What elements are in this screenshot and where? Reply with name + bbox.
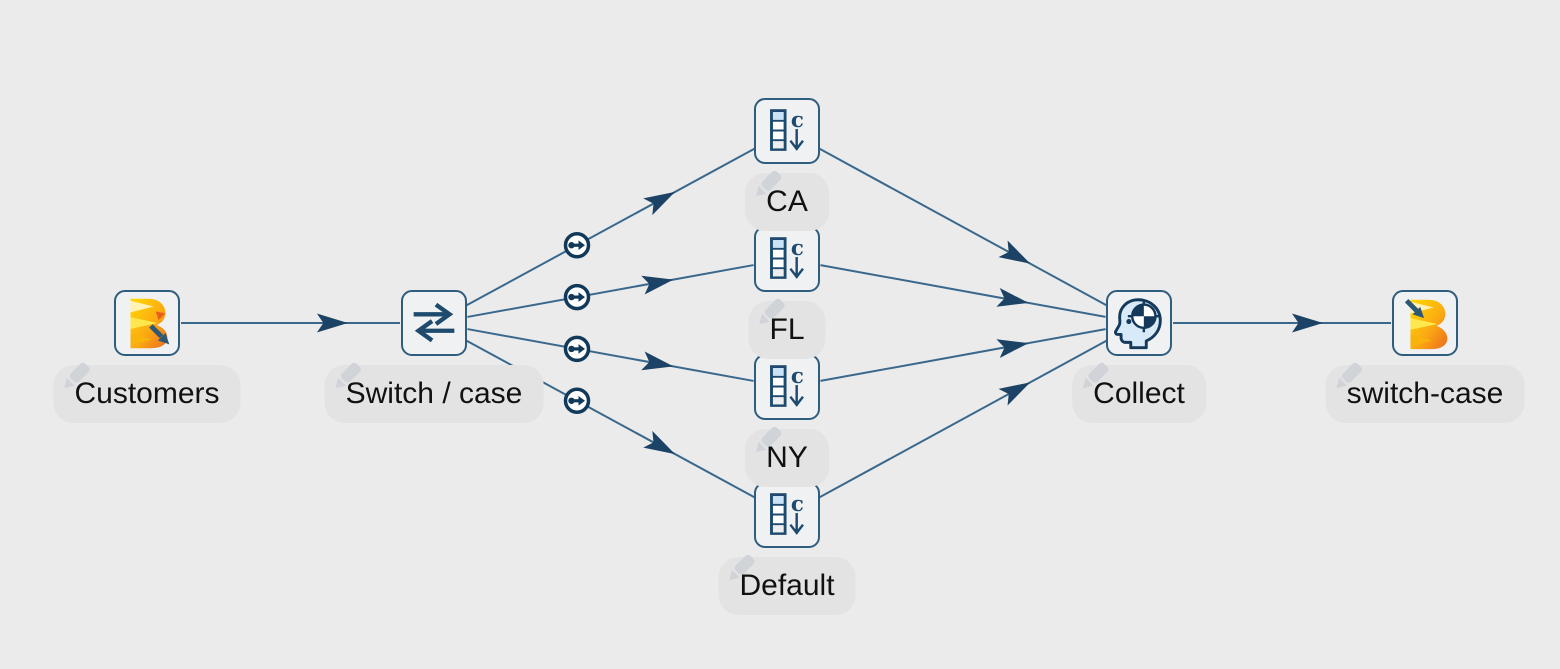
hop-line bbox=[816, 338, 1110, 500]
hop-line bbox=[820, 264, 1106, 318]
hop-target-marker-icon[interactable] bbox=[563, 283, 591, 311]
hop-arrowhead-icon bbox=[643, 430, 676, 455]
transform-label-text: NY bbox=[766, 441, 808, 474]
hop-switch-ca[interactable] bbox=[463, 146, 758, 308]
transform-label-ca[interactable]: CA bbox=[745, 170, 829, 231]
constant-transform-icon: c bbox=[770, 236, 804, 279]
hop-arrowhead-icon bbox=[998, 240, 1031, 264]
transform-label-fl[interactable]: FL bbox=[748, 298, 826, 359]
hop-arrowhead-icon bbox=[996, 339, 1029, 358]
transform-label-text: Default bbox=[739, 569, 835, 602]
hop-switch-ny[interactable] bbox=[467, 328, 754, 382]
transform-default[interactable]: c bbox=[754, 482, 820, 548]
beam-input-icon bbox=[130, 298, 170, 349]
hop-customers-switch[interactable] bbox=[181, 313, 400, 333]
svg-text:c: c bbox=[791, 108, 804, 133]
hop-arrowhead-icon bbox=[316, 313, 348, 333]
hop-arrowhead-icon bbox=[643, 191, 676, 216]
transform-label-switch[interactable]: Switch / case bbox=[324, 362, 544, 423]
hop-collect-out[interactable] bbox=[1173, 313, 1391, 333]
hop-ca-collect[interactable] bbox=[816, 146, 1110, 308]
transform-label-out[interactable]: switch-case bbox=[1325, 362, 1525, 423]
constant-transform-icon: c bbox=[770, 492, 804, 535]
hop-arrowhead-icon bbox=[996, 288, 1029, 307]
transform-customers[interactable] bbox=[114, 290, 180, 356]
hop-fl-collect[interactable] bbox=[820, 264, 1106, 318]
hop-line bbox=[463, 146, 758, 308]
hop-arrowhead-icon bbox=[641, 275, 674, 295]
transform-label-default[interactable]: Default bbox=[718, 554, 856, 615]
hop-target-marker-icon[interactable] bbox=[563, 387, 591, 415]
transform-switch[interactable] bbox=[401, 290, 467, 356]
hop-arrowhead-icon bbox=[998, 382, 1031, 406]
transform-out[interactable] bbox=[1392, 290, 1458, 356]
transform-label-text: switch-case bbox=[1346, 377, 1504, 410]
transform-collect[interactable] bbox=[1106, 290, 1172, 356]
transform-label-ny[interactable]: NY bbox=[745, 426, 829, 487]
switch-case-icon bbox=[413, 302, 455, 343]
hop-line bbox=[467, 328, 754, 382]
transform-label-customers[interactable]: Customers bbox=[53, 362, 241, 423]
constant-transform-icon: c bbox=[770, 108, 804, 151]
transform-label-text: Customers bbox=[74, 377, 220, 410]
hop-target-marker-icon[interactable] bbox=[563, 335, 591, 363]
transform-label-text: FL bbox=[769, 313, 805, 346]
constant-transform-icon: c bbox=[770, 364, 804, 407]
hop-line bbox=[816, 146, 1110, 308]
transform-label-text: CA bbox=[766, 185, 808, 218]
svg-text:c: c bbox=[791, 364, 804, 389]
hop-arrowhead-icon bbox=[1291, 313, 1323, 333]
beam-output-icon bbox=[1404, 299, 1448, 350]
hop-line bbox=[820, 328, 1106, 382]
transform-fl[interactable]: c bbox=[754, 226, 820, 292]
hop-target-marker-icon[interactable] bbox=[563, 231, 591, 259]
transform-label-text: Switch / case bbox=[345, 377, 523, 410]
hop-ny-collect[interactable] bbox=[820, 328, 1106, 382]
transform-ny[interactable]: c bbox=[754, 354, 820, 420]
dummy-transform-icon bbox=[1114, 298, 1162, 350]
transform-label-collect[interactable]: Collect bbox=[1072, 362, 1206, 423]
svg-text:c: c bbox=[791, 236, 804, 261]
hop-switch-fl[interactable] bbox=[467, 264, 754, 318]
hop-default-collect[interactable] bbox=[816, 338, 1110, 500]
svg-text:c: c bbox=[791, 492, 804, 517]
transform-ca[interactable]: c bbox=[754, 98, 820, 164]
transform-label-text: Collect bbox=[1093, 377, 1185, 410]
hop-arrowhead-icon bbox=[641, 351, 674, 371]
hop-line bbox=[467, 264, 754, 318]
